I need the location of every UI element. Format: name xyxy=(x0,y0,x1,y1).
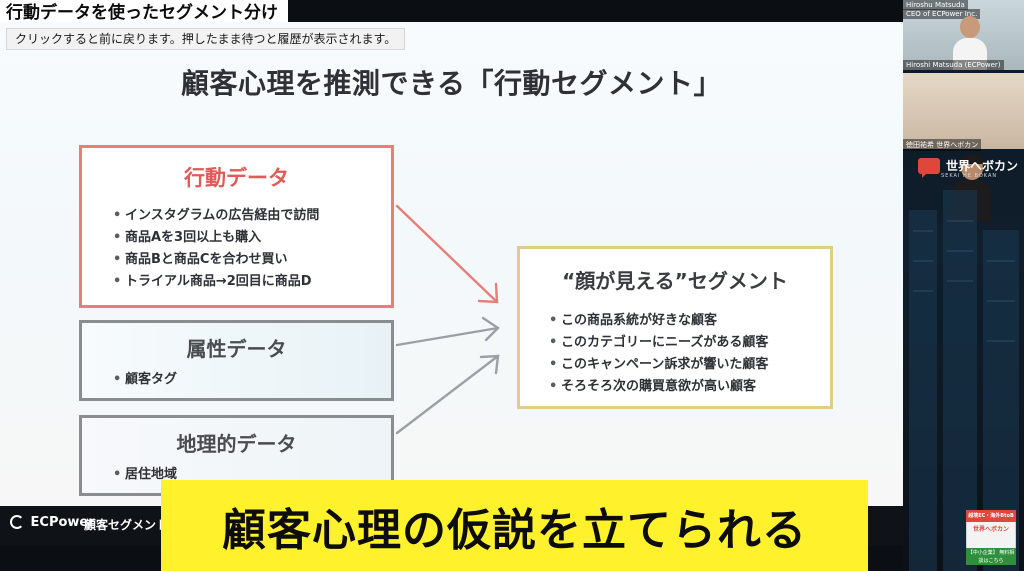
chat-bubble-icon xyxy=(918,157,940,178)
cta-top-text: 越境EC・海外BtoB xyxy=(966,510,1016,522)
list-item: 顧客タグ xyxy=(113,369,177,391)
list-item: この商品系統が好きな顧客 xyxy=(549,310,768,332)
list-item: そろそろ次の購買意欲が高い顧客 xyxy=(549,376,768,398)
arrow-attribute-to-segment xyxy=(395,316,500,347)
behavior-data-list: インスタグラムの広告経由で訪問 商品Aを3回以上も購入 商品Bと商品Cを合わせ買… xyxy=(113,205,319,293)
speaker-video-2[interactable]: 徳田祐希 世界へボカン xyxy=(903,73,1024,222)
attribute-data-title: 属性データ xyxy=(186,337,287,361)
speaker1-bottom-name: Hiroshi Matsuda (ECPower) xyxy=(903,60,1004,70)
visible-segment-list: この商品系統が好きな顧客 このカテゴリーにニーズがある顧客 このキャンペーン訴求… xyxy=(549,310,768,398)
footer-caption: 顧客セグメント xyxy=(84,518,169,532)
ecpower-logo-text: ECPower xyxy=(30,515,95,530)
list-item: このキャンペーン訴求が響いた顧客 xyxy=(549,354,768,376)
chapter-title: 行動データを使ったセグメント分け xyxy=(0,0,288,26)
visible-segment-title: “顔が見える”セグメント xyxy=(562,269,788,293)
slide: 顧客心理を推測できる「行動セグメント」 行動データ インスタグラムの広告経由で訪… xyxy=(0,22,903,545)
arrow-behavior-to-segment xyxy=(395,204,499,304)
free-consultation-banner[interactable]: 越境EC・海外BtoB 世界へボカン 【中小企業】 無料相談はこちら xyxy=(966,510,1016,565)
speaker-sidebar: Hiroshu Matsuda CEO of ECPower Inc. Hiro… xyxy=(903,0,1024,571)
list-item: 商品Aを3回以上も購入 xyxy=(113,227,319,249)
speaker2-bottom-name: 徳田祐希 世界へボカン xyxy=(903,139,982,151)
cta-brand: 世界へボカン xyxy=(972,526,1009,533)
slide-title: 顧客心理を推測できる「行動セグメント」 xyxy=(181,67,722,100)
ecpower-logo: ECPower xyxy=(10,515,95,530)
video-subtitle: 顧客心理の仮説を立てられる xyxy=(161,480,868,571)
speaker1-sub: CEO of ECPower Inc. xyxy=(903,9,981,19)
sekaihebokan-logo-text: 世界へボカン xyxy=(946,159,1019,173)
speaker-video-1[interactable]: Hiroshu Matsuda CEO of ECPower Inc. Hiro… xyxy=(903,0,1024,70)
list-item: このカテゴリーにニーズがある顧客 xyxy=(549,332,768,354)
behavior-data-title: 行動データ xyxy=(184,166,289,190)
list-item: インスタグラムの広告経由で訪問 xyxy=(113,205,319,227)
behavior-data-box: 行動データ インスタグラムの広告経由で訪問 商品Aを3回以上も購入 商品Bと商品… xyxy=(79,145,394,308)
speaker1-avatar xyxy=(953,16,987,70)
list-item: 居住地域 xyxy=(113,464,177,486)
arrow-geo-to-segment xyxy=(395,354,500,435)
list-item: 商品Bと商品Cを合わせ買い xyxy=(113,249,319,271)
cta-bottom-text: 【中小企業】 無料相談はこちら xyxy=(966,548,1016,565)
attribute-data-box: 属性データ 顧客タグ xyxy=(79,320,394,401)
ecpower-logo-icon xyxy=(10,515,24,529)
sekaihebokan-logo: 世界へボカン xyxy=(918,157,1019,178)
sekaihebokan-subtext: SEKAI HE BOKAN xyxy=(941,173,998,179)
geo-data-title: 地理的データ xyxy=(176,432,297,456)
back-button-tooltip: クリックすると前に戻ります。押したまま待つと履歴が表示されます。 xyxy=(6,28,406,50)
geo-data-list: 居住地域 xyxy=(113,464,177,486)
list-item: トライアル商品→2回目に商品D xyxy=(113,271,319,293)
attribute-data-list: 顧客タグ xyxy=(113,369,177,391)
visible-segment-box: “顔が見える”セグメント この商品系統が好きな顧客 このカテゴリーにニーズがある… xyxy=(517,246,833,409)
speaker1-name: Hiroshu Matsuda xyxy=(903,0,968,10)
